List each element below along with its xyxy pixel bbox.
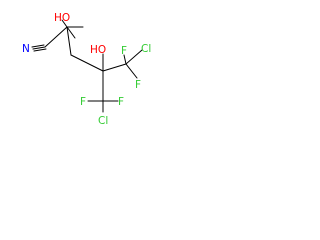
atom-label-cl-2: Cl — [98, 115, 108, 127]
bond-c4-c5 — [102, 63, 127, 72]
molecule-structure-diagram: N HO HO F F Cl F F Cl — [0, 0, 181, 131]
bond-c2-cn — [44, 26, 68, 48]
bond-c2-c3 — [66, 26, 72, 56]
bond-c5-f1 — [123, 54, 127, 65]
bond-c2-o1 — [61, 19, 68, 28]
atom-label-f-1: F — [121, 45, 127, 57]
atom-label-f-4: F — [118, 96, 124, 108]
atom-label-f-3: F — [80, 96, 86, 108]
atom-label-cl-1: Cl — [141, 43, 151, 55]
atom-label-n: N — [22, 43, 30, 55]
bond-c5-f2 — [125, 63, 138, 79]
atom-label-ho-2: HO — [90, 44, 106, 56]
molecule-canvas: N HO HO F F Cl F F Cl — [22, 12, 151, 127]
bond-cn-triple-1 — [32, 46, 46, 50]
atom-label-f-2: F — [135, 79, 141, 91]
bond-cn-triple-3 — [33, 48, 47, 52]
bond-c2-ch3 — [66, 26, 76, 39]
bond-cn-triple-2 — [31, 44, 45, 48]
bond-c3-c4 — [70, 54, 104, 72]
atom-label-ho-1: HO — [54, 12, 70, 24]
bond-c5-cl1 — [125, 49, 143, 65]
